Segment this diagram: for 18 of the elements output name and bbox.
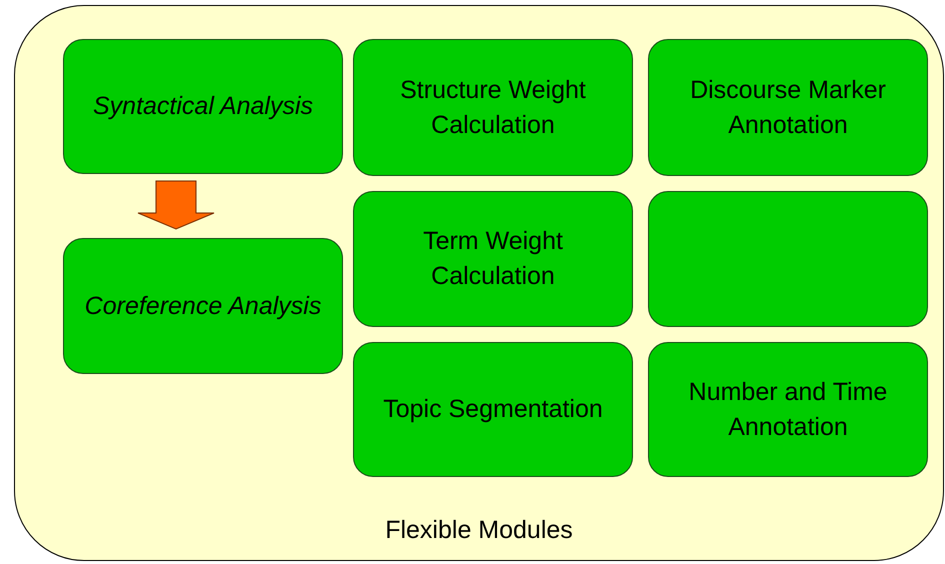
module-label: Structure Weight Calculation — [399, 74, 587, 140]
module-label: Coreference Analysis — [84, 290, 322, 322]
module-box — [63, 39, 343, 174]
module-box — [353, 39, 633, 176]
module-box — [353, 342, 633, 477]
panel-title: Flexible Modules — [384, 515, 574, 546]
module-box — [63, 238, 343, 374]
module-label: Topic Segmentation — [383, 394, 603, 425]
module-label: Syntactical Analysis — [93, 91, 313, 122]
module-label: Discourse Marker Annotation — [689, 74, 887, 140]
module-label: Number and Time Annotation — [688, 376, 888, 442]
block-arrow — [138, 180, 214, 230]
module-box — [648, 342, 928, 477]
module-box — [648, 191, 928, 327]
module-box — [648, 39, 928, 176]
container-panel — [14, 5, 944, 561]
module-label: Term Weight Calculation — [422, 226, 564, 292]
module-box — [353, 191, 633, 327]
